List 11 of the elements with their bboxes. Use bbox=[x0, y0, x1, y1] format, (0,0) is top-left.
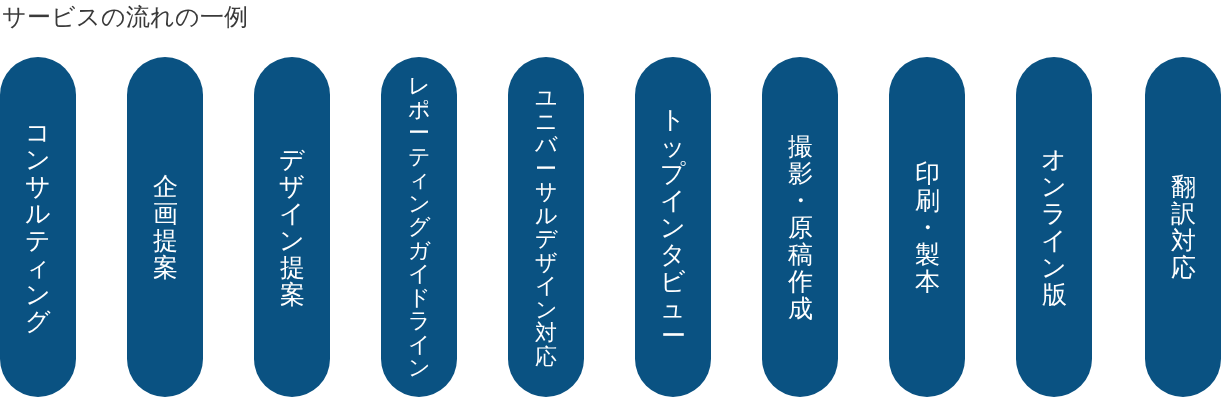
step-label: 企画提案 bbox=[151, 173, 179, 281]
step-label: 翻訳対応 bbox=[1169, 173, 1197, 281]
step-label: 撮影・原稿作成 bbox=[786, 132, 814, 322]
step-label: オンライン版 bbox=[1040, 146, 1068, 308]
step-label: レポーティングガイドライン bbox=[406, 74, 432, 380]
step-label: デザイン提案 bbox=[278, 146, 306, 308]
step-label: トップインタビュー bbox=[659, 105, 687, 349]
step-label: ユニバーサルデザイン対応 bbox=[533, 86, 559, 368]
title: サービスの流れの一例 bbox=[2, 2, 248, 32]
step-label: コンサルティング bbox=[24, 119, 52, 335]
step-label: 印刷・製本 bbox=[913, 159, 941, 295]
